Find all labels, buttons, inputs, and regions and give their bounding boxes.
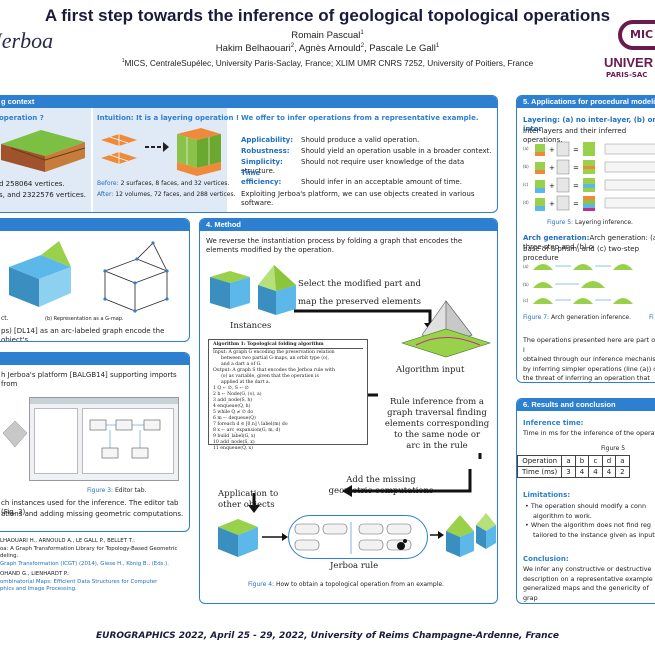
poster-title: A first step towards the inference of ge… (44, 6, 611, 25)
application-result-right (430, 513, 496, 557)
svg-text:(b): (b) (523, 282, 529, 287)
arch-figure: (a) (b) (c) (523, 264, 633, 304)
conclusion-text: We infer any constructive or destructive… (523, 565, 653, 602)
method-header: 4. Method (200, 219, 497, 231)
layering-text: Layering: (a) no inter-layer, (b) one in… (523, 116, 655, 133)
affiliations: 1MICS, CentraleSupélec, University Paris… (121, 58, 534, 68)
context-panel: g context operation ? d 258064 vertices.… (0, 95, 498, 213)
after-stats: After: 12 volumes, 72 faces, and 288 ver… (97, 191, 236, 198)
references: LHAOUARI H., ARNOULD A., LE GALL P., BEL… (0, 538, 178, 592)
limitations-heading: Limitations: (523, 491, 571, 499)
svg-text:=: = (573, 146, 579, 154)
conclusion-heading: Conclusion: (523, 555, 569, 563)
limitations-list: • The operation should modify a conn alg… (525, 502, 655, 539)
jerboa-text-2: ch instances used for the inference. The… (1, 499, 179, 516)
results-table-group: Figure 5 (601, 445, 626, 452)
svg-text:+: + (549, 146, 555, 154)
inference-time-text: Time in ms for the inference of the oper… (523, 429, 655, 437)
figure5-caption: Figure 5: Layering inference. (547, 219, 633, 226)
jerboa-text-3: ations and adding missing geometric comp… (1, 510, 184, 518)
figure7-caption: Figure 7: Arch generation inference.Fi (523, 314, 654, 321)
svg-text:(a): (a) (523, 264, 529, 269)
svg-text:=: = (573, 200, 579, 208)
figure4-caption: Figure 4: How to obtain a topological op… (248, 581, 444, 588)
algorithm-input-label: Algorithm input (396, 365, 465, 375)
application-result-left (218, 519, 288, 557)
instances-label: Instances (230, 321, 272, 331)
university-logo-sub: PARIS-SAC (606, 71, 648, 79)
mics-logo: MIC (618, 20, 655, 50)
algorithm-box: Algorithm 1: Topological folding algorit… (208, 339, 368, 451)
jerboa-text: h Jerboa's platform [BALGB14] supporting… (1, 371, 177, 388)
university-logo: UNIVER (604, 55, 654, 70)
gmap-caption-b: (b) Representation as a G-map. (45, 316, 124, 322)
context-header: g context (0, 96, 497, 108)
gmap-illustration (9, 241, 169, 313)
figure3-caption: Figure 3: Editor tab. (87, 487, 147, 494)
flow-arrows (368, 393, 482, 459)
method-panel: 4. Method We reverse the instantiation p… (199, 218, 498, 604)
conference-footer: EUROGRAPHICS 2022, April 25 - 29, 2022, … (96, 631, 559, 641)
svg-text:(a): (a) (523, 146, 529, 151)
property-list: Applicability:Should produce a valid ope… (241, 136, 492, 186)
map-label: map the preserved elements (298, 297, 421, 307)
results-panel: 6. Results and conclusion Inference time… (516, 398, 655, 604)
application-text: Application to other objects (218, 489, 279, 510)
layering-intuition-illustration (101, 128, 221, 176)
add-geometry-arrow (248, 469, 472, 513)
applications-panel: 5. Applications for procedural modeli La… (516, 95, 655, 383)
applications-header: 5. Applications for procedural modeli (517, 96, 655, 108)
select-label: Select the modified part and (298, 279, 421, 289)
author-line-1: Romain Pascual1 (291, 30, 364, 42)
intuition-heading: Intuition: It is a layering operation ! (97, 114, 240, 122)
svg-text:(c): (c) (523, 298, 529, 303)
svg-text:+: + (549, 200, 555, 208)
gmap-panel: ct. (b) Representation as a G-map. ps) [… (0, 218, 190, 342)
offer-heading: We offer to infer operations from a repr… (241, 114, 479, 122)
question-heading: operation ? (0, 114, 44, 122)
jerboa-panel: h Jerboa's platform [BALGB14] supporting… (0, 352, 190, 532)
exploit-text: Exploiting Jerboa's platform, we can use… (241, 190, 475, 207)
before-stats: Before: 2 surfaces, 8 faces, and 32 vert… (97, 180, 230, 187)
gmap-caption-a: ct. (1, 315, 9, 322)
svg-text:=: = (573, 182, 579, 190)
rule-inference-text: Rule inference from a graph traversal fi… (384, 397, 490, 451)
method-intro: We reverse the instantiation process by … (206, 237, 463, 254)
vertex-count-1: d 258064 vertices. (0, 180, 65, 188)
jerboa-logo: Jerboa (0, 28, 54, 53)
mesh-thumbnail (2, 420, 28, 448)
jerboa-rule-box (288, 515, 428, 559)
svg-text:(d): (d) (523, 200, 529, 205)
gmap-header (0, 219, 189, 231)
terrain-illustration (1, 130, 85, 172)
svg-text:(b): (b) (523, 164, 529, 169)
gmap-text: ps) [DL14] as an arc-labeled graph encod… (1, 327, 165, 342)
results-header: 6. Results and conclusion (517, 399, 655, 411)
svg-text:+: + (549, 182, 555, 190)
editor-screenshot (29, 397, 179, 481)
svg-text:+: + (549, 164, 555, 172)
layering-text-2: inter-layers and their inferred operatio… (523, 127, 627, 144)
inference-time-heading: Inference time: (523, 419, 584, 427)
instances-illustration (210, 265, 296, 315)
svg-text:(c): (c) (523, 182, 529, 187)
layering-figure: (a) (b) (c) (d) + + + + = = = = (523, 141, 655, 211)
svg-text:=: = (573, 164, 579, 172)
algorithm-input-illustration (401, 300, 491, 358)
jerboa-header (0, 353, 189, 365)
author-line-2: Hakim Belhaouari2, Agnès Arnould2, Pasca… (215, 43, 440, 55)
jerboa-rule-label: Jerboa rule (330, 561, 379, 571)
arch-text-2: base of a prism, and (c) two-step proced… (523, 245, 640, 262)
vertex-count-2: s, and 2322576 vertices. (0, 191, 86, 199)
applications-paragraph: The operations presented here are part o… (523, 336, 655, 382)
arch-text: Arch generation:Arch generation: (a) thr… (523, 234, 655, 251)
